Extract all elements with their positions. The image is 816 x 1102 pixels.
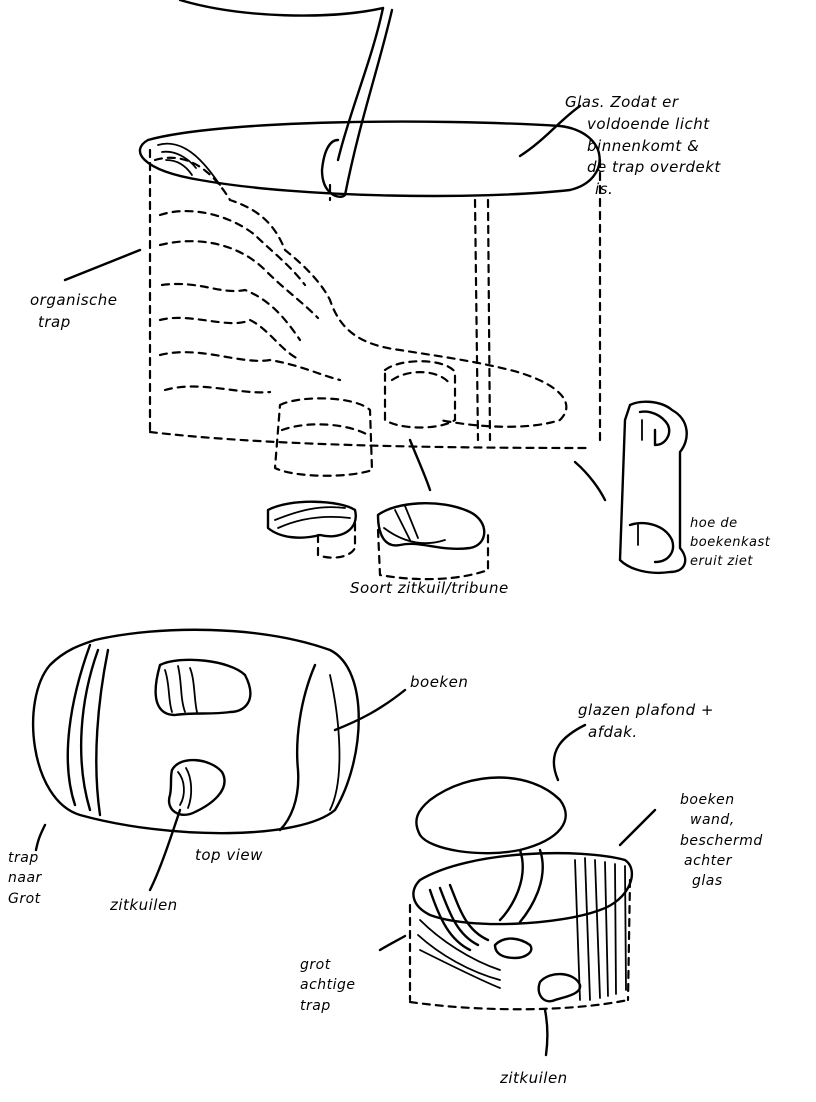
pits-bottom-label: zitkuilen — [500, 1069, 568, 1087]
glass-note-line: is. — [595, 180, 614, 198]
glass-roof-cylinder-drawing — [63, 0, 602, 450]
cave-stair-label: grot achtige trap — [300, 955, 356, 1016]
glass-note-line: Glas. Zodat er — [565, 93, 679, 111]
cave-stair-line: achtige — [300, 977, 356, 994]
glass-note-line: de trap overdekt — [587, 158, 721, 177]
glass-note-line: binnenkomt & — [587, 136, 700, 155]
stair-to-cave-line: naar — [8, 870, 42, 887]
seat-type-label: Soort zitkuil/tribune — [350, 579, 509, 597]
glass-ceiling-label: glazen plafond + afdak. — [578, 700, 714, 744]
seating-pits-sketch — [266, 360, 607, 581]
glass-note: Glas. Zodat er voldoende licht binnenkom… — [565, 92, 721, 201]
glass-note-line: voldoende licht — [587, 114, 710, 133]
books-label: boeken — [410, 673, 469, 691]
stair-to-cave-line: trap — [8, 850, 39, 866]
stair-to-cave-label: trap naar Grot — [8, 848, 42, 909]
book-wall-line: wand, — [690, 812, 735, 829]
book-wall-line: beschermd — [680, 832, 763, 849]
book-wall-line: boeken — [680, 792, 735, 808]
top-view-label: top view — [195, 846, 263, 864]
glass-roof-ellipse — [138, 120, 601, 198]
bookcase-sketch — [618, 400, 688, 574]
organic-stair-label: organische trap — [30, 290, 118, 334]
book-wall-line: glas — [692, 873, 723, 890]
cave-stair-line: trap — [300, 997, 331, 1014]
glass-ceiling-line: afdak. — [588, 722, 638, 741]
perspective-drawing — [378, 723, 657, 1057]
book-wall-label: boeken wand, beschermd achter glas — [680, 790, 763, 891]
organic-stair-line: trap — [38, 312, 71, 331]
top-view-drawing — [32, 628, 407, 892]
bookcase-label: hoe de boekenkast eruit ziet — [690, 515, 770, 572]
bookcase-line: eruit ziet — [690, 553, 753, 569]
bookcase-line: boekenkast — [690, 534, 771, 550]
organic-stair-line: organische — [30, 291, 118, 309]
glass-ceiling-line: glazen plafond + — [578, 701, 714, 719]
pits-top-label: zitkuilen — [110, 896, 178, 914]
book-wall-line: achter — [684, 852, 733, 869]
stair-to-cave-line: Grot — [8, 890, 41, 907]
cave-stair-line: grot — [300, 957, 331, 973]
bookcase-line: hoe de — [690, 516, 738, 531]
